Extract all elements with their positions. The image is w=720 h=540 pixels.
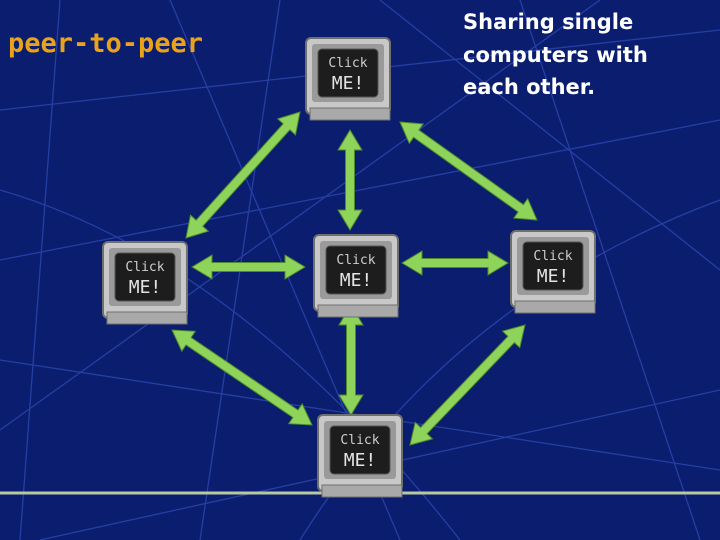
screen-text-line1: Click	[125, 260, 164, 275]
screen-text-line2: ME!	[340, 270, 373, 291]
arrow-top-right	[400, 122, 537, 220]
arrow-center-bottom	[339, 305, 363, 415]
screen-text-line2: ME!	[129, 277, 162, 298]
screen-text-line2: ME!	[344, 450, 377, 471]
screen-text-line1: Click	[336, 253, 375, 268]
computer-bottom[interactable]: Click ME!	[316, 413, 406, 499]
screen-text-line1: Click	[340, 433, 379, 448]
arrow-right-bottom	[410, 325, 525, 445]
computer-left[interactable]: Click ME!	[101, 240, 191, 326]
computer-center[interactable]: Click ME!	[312, 233, 402, 319]
arrow-left-center	[192, 255, 305, 279]
arrow-top-left	[186, 112, 300, 238]
arrow-top-center	[338, 130, 362, 230]
computer-top[interactable]: Click ME!	[304, 36, 394, 122]
screen-text-line1: Click	[328, 56, 367, 71]
screen-text-line2: ME!	[332, 73, 365, 94]
arrow-center-right	[402, 251, 508, 275]
arrow-left-bottom	[172, 330, 312, 425]
screen-text-line1: Click	[533, 249, 572, 264]
computer-right[interactable]: Click ME!	[509, 229, 599, 315]
screen-text-line2: ME!	[537, 266, 570, 287]
